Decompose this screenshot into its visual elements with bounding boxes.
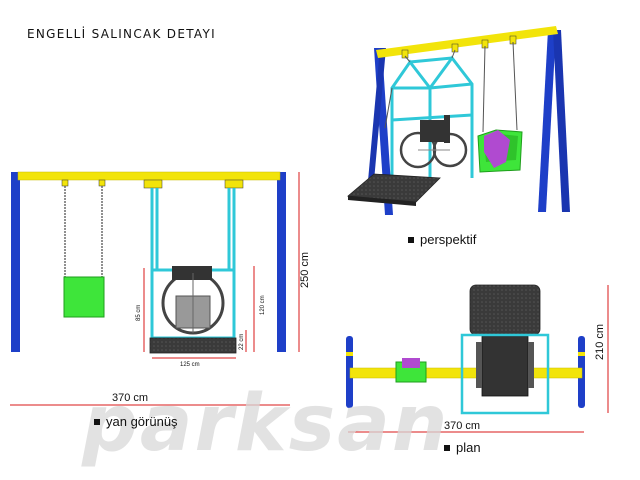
bullet-square-icon <box>408 236 414 243</box>
side-dimension-lines <box>10 172 300 406</box>
perspective-post-front-right <box>553 30 570 212</box>
side-chains <box>64 186 103 277</box>
page-title: ENGELLİ SALINCAK DETAYI <box>27 27 216 41</box>
perspective-platform <box>347 173 441 203</box>
plan-depth-label: 210 cm <box>594 324 606 360</box>
frame-height-2-label: 120 cm <box>260 295 266 315</box>
plan-width-label: 370 cm <box>444 420 480 432</box>
frame-height-label: 85 cm <box>136 305 142 321</box>
perspective-chains <box>384 41 518 133</box>
plan-caption: plan <box>444 440 481 455</box>
side-wheelchair <box>161 266 225 335</box>
side-green-seat <box>63 276 105 318</box>
side-view <box>11 171 286 354</box>
platform-width-label: 125 cm <box>180 362 200 368</box>
side-view-caption: yan görünüş <box>94 414 178 429</box>
perspective-post-front-left <box>367 48 386 192</box>
watermark: parksan <box>81 379 449 469</box>
side-platform <box>149 337 237 354</box>
plan-beam <box>349 367 583 379</box>
bullet-square-icon <box>444 444 450 451</box>
perspective-caption: perspektif <box>408 232 476 247</box>
bullet-square-icon <box>94 418 100 425</box>
perspective-wheelchair <box>399 115 468 169</box>
plan-platform <box>469 284 541 336</box>
plan-dimension-lines <box>348 285 609 433</box>
perspective-purple-seat-insert <box>484 130 510 168</box>
perspective-view <box>347 26 570 215</box>
side-post-left <box>11 172 20 352</box>
plan-green-seat <box>395 358 427 383</box>
side-beam <box>17 171 281 181</box>
side-height-label: 250 cm <box>299 252 311 288</box>
plan-cage-frame <box>460 333 550 415</box>
side-post-right <box>277 172 286 352</box>
platform-height-label: 22 cm <box>239 334 245 350</box>
plan-view <box>346 284 585 415</box>
side-width-label: 370 cm <box>112 392 148 404</box>
perspective-green-seat <box>477 129 523 173</box>
perspective-post-back-right <box>538 30 556 212</box>
plan-wheelchair-seat <box>481 335 529 397</box>
perspective-beam <box>376 26 558 58</box>
